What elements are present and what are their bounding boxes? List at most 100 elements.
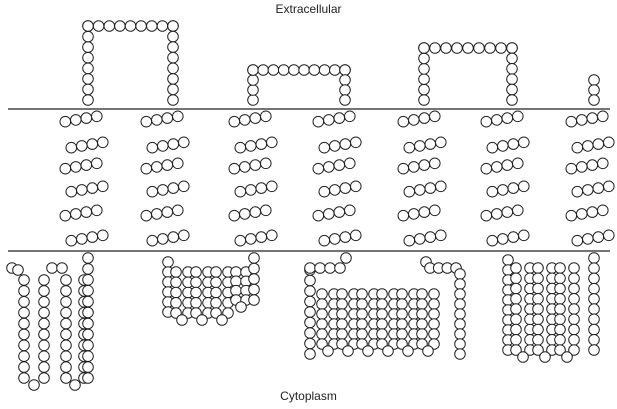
intracellular-loop-1 (38, 285, 50, 297)
intracellular-loop-1 (18, 339, 30, 352)
intracellular-loop-3 (356, 308, 368, 320)
tm-helix-2 (140, 209, 153, 222)
intracellular-loop-3 (454, 268, 466, 280)
extracellular-loop-2 (339, 64, 351, 76)
intracellular-loop-1 (82, 252, 94, 264)
tm-helix-6 (507, 231, 520, 243)
tm-helix-7 (565, 209, 578, 222)
tm-helix-4 (344, 157, 356, 170)
c-terminal-tail (532, 334, 544, 346)
tm-helix-4 (350, 180, 362, 193)
intracellular-loop-3 (336, 328, 348, 340)
c-terminal-tail (568, 323, 580, 336)
intracellular-loop-1 (60, 285, 72, 297)
intracellular-loop-2 (170, 286, 182, 299)
tm-helix-6 (480, 209, 493, 222)
intracellular-loop-3 (324, 262, 336, 274)
tm-helix-5 (403, 141, 416, 154)
tm-helix-4 (318, 141, 331, 154)
tm-helix-6 (512, 204, 524, 217)
intracellular-loop-1 (38, 372, 50, 384)
c-terminal-tail (502, 254, 514, 266)
tm-helix-5 (408, 161, 420, 173)
tm-helix-1 (86, 231, 99, 243)
extracellular-loop-3 (418, 52, 430, 65)
tm-helix-5 (414, 140, 426, 152)
tm-helix-4 (333, 206, 346, 218)
tm-helix-2 (151, 161, 163, 173)
c-terminal-tail (588, 323, 600, 336)
tm-helix-3 (249, 112, 262, 124)
cytoplasm-label: Cytoplasm (280, 389, 337, 403)
intracellular-loop-3 (356, 298, 368, 310)
c-terminal-tail (588, 252, 600, 264)
tm-helix-3 (239, 208, 251, 220)
intracellular-loop-2 (210, 297, 222, 309)
tm-helix-6 (486, 234, 499, 247)
intracellular-loop-2 (162, 256, 174, 268)
tm-helix-4 (333, 159, 346, 171)
tm-helix-7 (582, 184, 594, 196)
extracellular-loop-1 (82, 83, 94, 96)
intracellular-loop-3 (454, 298, 466, 310)
c-terminal-tail (588, 272, 600, 285)
extracellular-loop-1 (124, 20, 137, 32)
tm-helix-2 (157, 184, 169, 196)
tm-helix-6 (518, 229, 530, 242)
tm-helix-6 (507, 138, 520, 150)
extracellular-loop-1 (167, 41, 179, 53)
tm-helix-6 (501, 159, 514, 171)
extracellular-loop-2 (257, 64, 270, 76)
tm-helix-5 (424, 182, 437, 194)
intracellular-loop-2 (170, 266, 182, 278)
extracellular-loop-1 (103, 20, 116, 32)
intracellular-loop-3 (454, 328, 466, 340)
tm-helix-6 (486, 185, 499, 198)
extracellular-loop-3 (418, 94, 430, 106)
extracellular-loop-1 (167, 30, 179, 43)
intracellular-loop-3 (454, 288, 466, 300)
tm-helix-4 (323, 208, 335, 220)
intracellular-loop-1 (82, 317, 94, 330)
c-terminal-tail (554, 323, 566, 336)
intracellular-loop-3 (422, 345, 434, 357)
intracellular-loop-3 (396, 298, 408, 310)
c-terminal-tail (588, 262, 600, 275)
extracellular-loop-1 (82, 41, 94, 53)
tm-helix-7 (576, 161, 588, 173)
intracellular-loop-3 (416, 328, 428, 340)
tm-helix-1 (91, 157, 103, 170)
tm-helix-2 (172, 110, 184, 123)
c-terminal-tail (588, 344, 600, 356)
tm-helix-5 (435, 180, 447, 193)
intracellular-loop-1 (18, 361, 30, 373)
tm-helix-3 (255, 231, 268, 243)
tm-helix-2 (146, 141, 159, 154)
tm-helix-5 (429, 157, 441, 170)
c-terminal-tail (568, 293, 580, 305)
c-terminal-tail (539, 351, 551, 363)
n-terminus (588, 74, 600, 86)
tm-helix-3 (249, 206, 262, 218)
tm-helix-5 (418, 159, 431, 171)
extracellular-loop-1 (135, 20, 147, 32)
tm-helix-5 (418, 112, 431, 124)
intracellular-loop-2 (210, 266, 222, 278)
extracellular-loop-2 (318, 64, 331, 76)
extracellular-loop-1 (82, 20, 94, 32)
extracellular-loop-3 (473, 42, 485, 54)
tm-helix-2 (161, 112, 174, 124)
tm-helix-3 (234, 141, 247, 154)
tm-helix-3 (239, 114, 251, 126)
tm-helix-1 (70, 114, 82, 126)
extracellular-loop-3 (462, 42, 474, 54)
c-terminal-tail (510, 293, 522, 305)
extracellular-loop-3 (418, 63, 430, 75)
extracellular-loop-2 (298, 64, 310, 76)
c-terminal-tail (532, 344, 544, 356)
extracellular-loop-1 (82, 94, 94, 106)
intracellular-loop-3 (396, 288, 408, 300)
intracellular-loop-1 (18, 274, 30, 286)
tm-helix-7 (597, 110, 609, 123)
tm-helix-4 (329, 184, 341, 196)
